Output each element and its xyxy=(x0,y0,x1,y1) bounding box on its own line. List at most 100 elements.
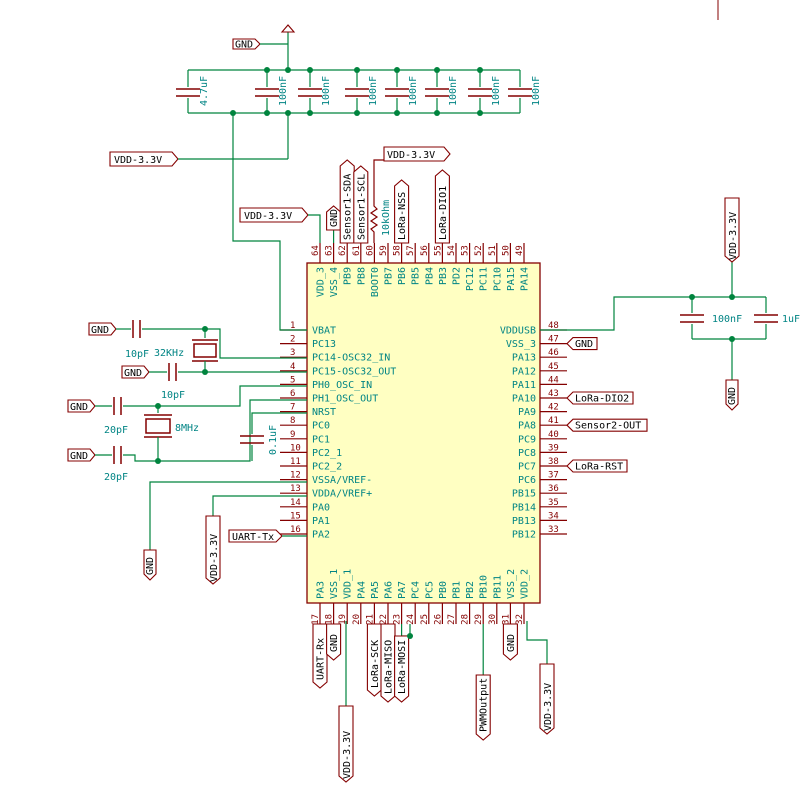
gnd-flag-pin31[interactable]: GND xyxy=(502,623,518,661)
net-pwm-output[interactable]: PWMOutput xyxy=(475,674,491,741)
cap-100nf-3[interactable]: 100nF xyxy=(345,70,379,113)
cap-4-7uf[interactable]: 4.7uF xyxy=(176,70,210,113)
net-uart-tx[interactable]: UART-Tx xyxy=(228,529,283,543)
cap-100nf-right[interactable]: 100nF xyxy=(680,297,742,339)
boot0-resistor[interactable]: 10kOhm xyxy=(369,159,392,243)
net-lora-dio1[interactable]: LoRa-DIO1 xyxy=(434,169,450,244)
cap-20pf-a[interactable]: 20pF xyxy=(104,397,128,436)
gnd-flag-pin47[interactable]: GND xyxy=(566,337,598,351)
net-lora-rst[interactable]: LoRa-RST xyxy=(566,459,628,473)
net-lora-mosi[interactable]: LoRa-MOSI xyxy=(394,635,410,703)
xtal-8mhz[interactable]: 8MHz xyxy=(144,414,199,438)
cap-20pf-b[interactable]: 20pF xyxy=(104,446,128,483)
net-sensor1-sda[interactable]: Sensor1-SDA xyxy=(339,159,355,244)
net-lora-dio2[interactable]: LoRa-DIO2 xyxy=(566,391,634,405)
cap-100nf-4[interactable]: 100nF xyxy=(385,70,419,113)
cap-100nf-1[interactable]: 100nF xyxy=(255,70,289,113)
xtal-32khz[interactable]: 32KHz xyxy=(154,339,218,362)
cap-100nf-6[interactable]: 100nF xyxy=(468,70,502,113)
gnd-flag-pin63[interactable]: GND xyxy=(326,205,342,231)
cap-100nf-7[interactable]: 100nF xyxy=(508,70,542,113)
gnd-flag-pin18[interactable]: GND xyxy=(326,623,342,661)
net-sensor2-out[interactable]: Sensor2-OUT xyxy=(566,418,648,432)
cap-100nf-2[interactable]: 100nF xyxy=(298,70,332,113)
cap-100nf-5[interactable]: 100nF xyxy=(425,70,459,113)
net-lora-miso[interactable]: LoRa-MISO xyxy=(380,623,396,703)
net-sensor1-scl[interactable]: Sensor1-SCL xyxy=(353,165,369,244)
mcu-body[interactable] xyxy=(306,262,541,604)
pin-name: PB11 xyxy=(492,575,503,599)
cap-0-1uf[interactable]: 0.1uF xyxy=(240,425,279,455)
net-lora-nss[interactable]: LoRa-NSS xyxy=(394,179,410,244)
net-uart-rx[interactable]: UART-Rx xyxy=(312,623,328,689)
cap-10pf-a[interactable]: 10pF xyxy=(125,320,149,360)
net-lora-sck[interactable]: LoRa-SCK xyxy=(366,623,382,697)
net-label: LoRa-DIO1 xyxy=(438,186,449,240)
cap-10pf-b[interactable]: 10pF xyxy=(161,363,185,401)
cap-1uf-right[interactable]: 1uF xyxy=(754,297,800,339)
